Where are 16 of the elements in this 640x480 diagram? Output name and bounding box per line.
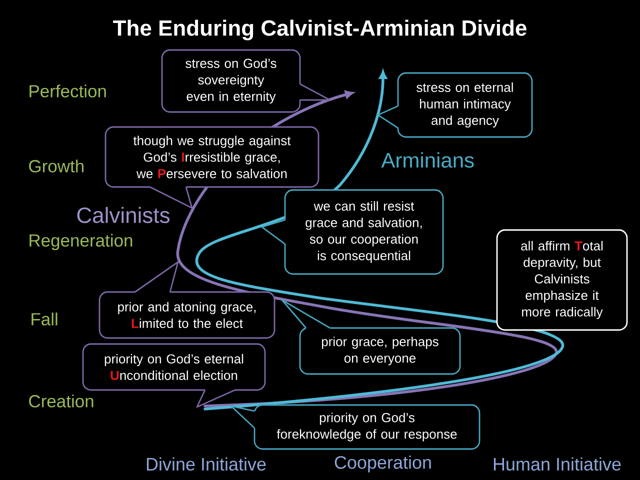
- curve-label: Arminians: [381, 152, 474, 168]
- speech-bubble: stress on eternal human intimacy and agency: [377, 72, 533, 138]
- speech-bubble: priority on God’s foreknowledge of our response: [230, 404, 480, 450]
- title: The Enduring Calvinist-Arminian Divide: [113, 20, 526, 40]
- stage-label: Growth: [29, 160, 84, 172]
- speech-bubble: prior grace, perhaps on everyone: [281, 299, 461, 375]
- axis-label: Divine Initiative: [146, 457, 266, 471]
- stage-label: Regeneration: [30, 234, 132, 250]
- curve-label: Calvinists: [77, 206, 170, 224]
- speech-bubble: all affirm Total depravity, but Calvinists emphasize it more radically: [496, 229, 628, 331]
- stage-label: Fall: [32, 312, 58, 326]
- speech-bubble: prior and atoning grace, Limited to the elect: [98, 261, 276, 339]
- stage-label: Perfection: [30, 84, 106, 98]
- speech-bubble: stress on God’s sovereignty even in eternity: [161, 49, 331, 113]
- speech-bubble: we can still resist grace and salvation, so our cooperation is consequential: [261, 189, 444, 275]
- axis-label: Human Initiative: [494, 457, 621, 471]
